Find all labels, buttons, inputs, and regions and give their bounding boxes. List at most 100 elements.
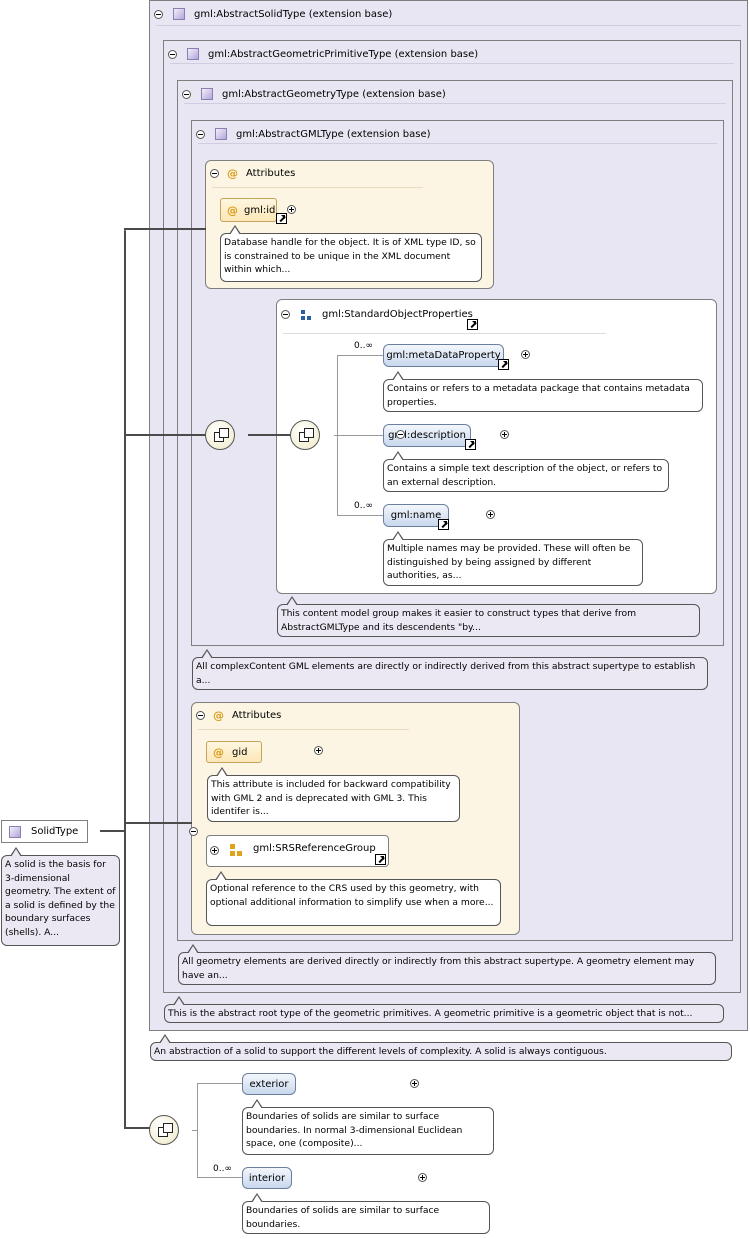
collapse-icon[interactable] (188, 827, 198, 836)
standard-object-properties-label: gml:StandardObjectProperties (322, 309, 473, 320)
collapse-icon[interactable] (168, 49, 177, 59)
collapse-icon[interactable] (210, 169, 219, 178)
link-arrow-icon[interactable] (467, 319, 478, 330)
branch-line (337, 515, 383, 516)
abstract-solid-type-note: An abstraction of a solid to support the… (150, 1034, 732, 1061)
attribute-icon: @ (213, 745, 224, 759)
interior-element[interactable]: interior (242, 1167, 292, 1189)
branch-line (334, 435, 383, 436)
interior-note: Boundaries of solids are similar to surf… (242, 1193, 490, 1234)
complex-type-icon (187, 48, 199, 60)
abstract-solid-type-header: gml:AbstractSolidType (extension base) (154, 8, 392, 20)
attribute-group-icon (230, 844, 244, 858)
connector-line (124, 230, 126, 1128)
abstract-geometry-type-header: gml:AbstractGeometryType (extension base… (182, 88, 446, 100)
abstract-geometric-primitive-note: This is the abstract root type of the ge… (164, 996, 724, 1023)
name-element[interactable]: gml:name (383, 504, 449, 527)
attributes-title-geometry: Attributes (232, 710, 282, 721)
abstract-geometric-primitive-header: gml:AbstractGeometricPrimitiveType (exte… (168, 48, 478, 60)
abstract-gml-type-header: gml:AbstractGMLType (extension base) (196, 128, 431, 140)
name-cardinality: 0..∞ (354, 501, 373, 511)
description-note: Contains a simple text description of th… (383, 451, 669, 492)
description-element[interactable]: gml:description (383, 424, 471, 447)
abstract-gml-type-label: gml:AbstractGMLType (extension base) (236, 128, 431, 140)
collapse-icon[interactable] (196, 129, 205, 139)
gml-id-attribute[interactable]: @ gml:id (220, 198, 277, 222)
link-arrow-icon[interactable] (465, 439, 476, 450)
branch-line (337, 355, 338, 515)
collapse-icon[interactable] (281, 310, 290, 319)
expand-icon[interactable] (210, 846, 219, 855)
abstract-gml-type-note: All complexContent GML elements are dire… (192, 649, 708, 690)
collapse-icon[interactable] (396, 430, 406, 439)
expand-icon[interactable] (287, 205, 296, 214)
expand-icon[interactable] (417, 1173, 427, 1182)
attribute-icon: @ (227, 167, 238, 180)
branch-line (192, 1130, 198, 1131)
branch-line (337, 355, 383, 356)
sequence-compositor-icon[interactable] (290, 420, 320, 450)
complex-type-icon (201, 88, 213, 100)
exterior-element[interactable]: exterior (242, 1073, 296, 1095)
expand-icon[interactable] (485, 510, 495, 519)
metadata-cardinality: 0..∞ (354, 341, 373, 351)
link-arrow-icon[interactable] (438, 519, 449, 530)
srs-reference-group[interactable]: gml:SRSReferenceGroup (206, 835, 389, 867)
connector-line (124, 1127, 150, 1129)
attributes-header-geometry: @ Attributes (196, 709, 281, 722)
srs-reference-group-label: gml:SRSReferenceGroup (253, 843, 376, 854)
connector-line (100, 830, 126, 832)
sequence-compositor-icon[interactable] (205, 420, 235, 450)
gid-note: This attribute is included for backward … (207, 767, 460, 822)
connector-line (124, 822, 192, 824)
abstract-geometry-type-note: All geometry elements are derived direct… (178, 944, 716, 985)
complex-type-icon (173, 8, 185, 20)
name-label: gml:name (390, 510, 442, 521)
solid-type-note: A solid is the basis for 3-dimensional g… (1, 847, 120, 946)
interior-label: interior (248, 1172, 286, 1184)
metadata-property-element[interactable]: gml:metaDataProperty (383, 344, 504, 367)
complex-type-icon (215, 128, 227, 140)
expand-icon[interactable] (521, 350, 531, 359)
exterior-label: exterior (249, 1078, 289, 1090)
solid-type-element[interactable]: SolidType (1, 820, 88, 843)
description-label: gml:description (388, 430, 466, 441)
link-arrow-icon[interactable] (498, 359, 509, 370)
name-note: Multiple names may be provided. These wi… (383, 531, 643, 586)
connector-line (124, 434, 206, 436)
abstract-geometric-primitive-label: gml:AbstractGeometricPrimitiveType (exte… (208, 48, 479, 60)
expand-icon[interactable] (500, 430, 510, 439)
group-icon (300, 309, 313, 322)
abstract-geometry-type-label: gml:AbstractGeometryType (extension base… (222, 88, 446, 100)
gml-id-label: gml:id (244, 204, 276, 216)
srs-reference-group-note: Optional reference to the CRS used by th… (206, 871, 501, 926)
metadata-property-label: gml:metaDataProperty (386, 350, 501, 361)
standard-object-properties-header: gml:StandardObjectProperties (281, 309, 473, 320)
link-arrow-icon[interactable] (276, 213, 287, 224)
attribute-icon: @ (227, 203, 238, 217)
connector-line (124, 228, 206, 230)
attributes-header-gml: @ Attributes (210, 167, 295, 180)
collapse-icon[interactable] (196, 711, 205, 720)
standard-object-properties-note: This content model group makes it easier… (277, 596, 700, 637)
link-arrow-icon[interactable] (375, 854, 386, 865)
branch-line (197, 1083, 242, 1084)
gml-id-note: Database handle for the object. It is of… (220, 225, 482, 282)
gid-label: gid (232, 746, 248, 758)
expand-icon[interactable] (313, 746, 323, 755)
attribute-icon: @ (213, 709, 224, 722)
expand-icon[interactable] (409, 1079, 419, 1088)
attributes-title: Attributes (246, 168, 296, 179)
connector-line (248, 434, 291, 436)
complex-type-icon (9, 825, 21, 838)
interior-cardinality: 0..∞ (213, 1164, 232, 1174)
collapse-icon[interactable] (154, 9, 163, 19)
solid-type-label: SolidType (31, 826, 79, 837)
abstract-solid-type-label: gml:AbstractSolidType (extension base) (194, 8, 393, 20)
collapse-icon[interactable] (182, 89, 191, 99)
gid-attribute[interactable]: @ gid (206, 741, 262, 763)
branch-line (197, 1177, 242, 1178)
metadata-property-note: Contains or refers to a metadata package… (383, 371, 703, 412)
exterior-note: Boundaries of solids are similar to surf… (242, 1099, 494, 1155)
sequence-compositor-icon[interactable] (149, 1115, 179, 1145)
